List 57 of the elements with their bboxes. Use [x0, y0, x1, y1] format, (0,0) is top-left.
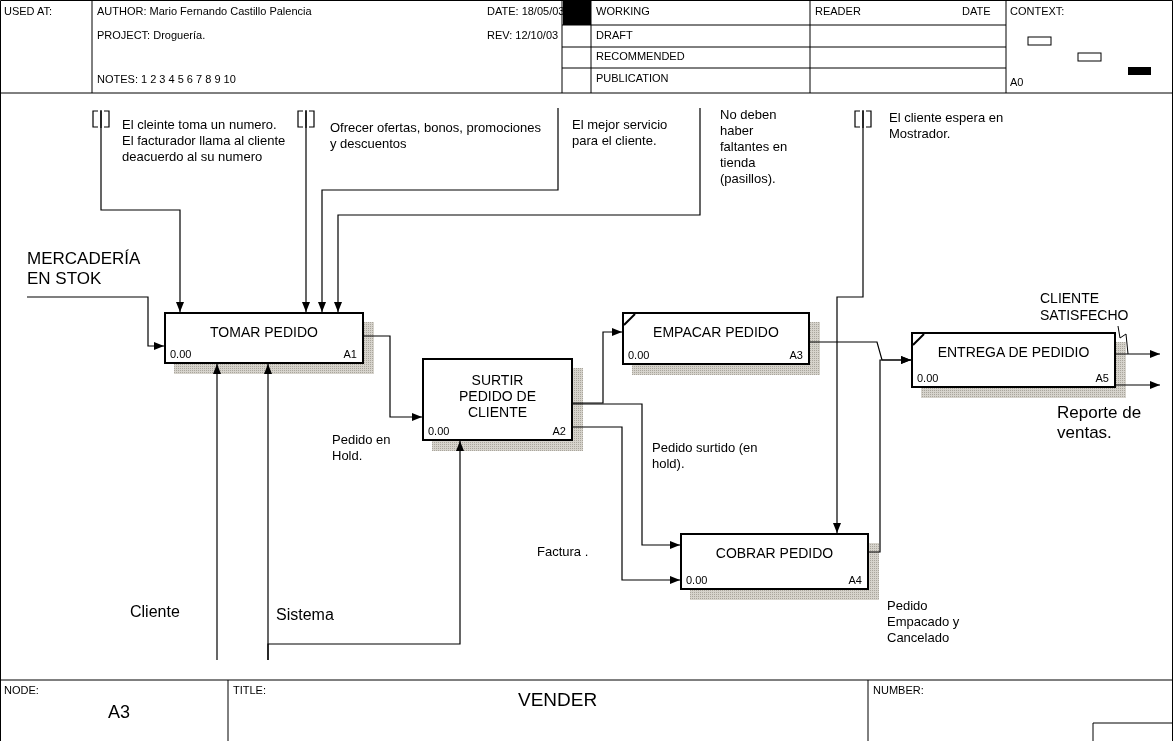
activity-box — [622, 312, 810, 365]
activity-name: EMPACAR PEDIDO — [652, 324, 780, 340]
title-block-field: A3 — [108, 706, 131, 719]
cost-value: 0.00 — [686, 574, 708, 586]
arrow — [334, 107, 701, 313]
activity-box — [422, 358, 573, 441]
title-block-field: AUTHOR: Mario Fernando Castillo Palencia — [97, 5, 312, 18]
cost-value: 0.00 — [428, 425, 450, 437]
title-block-field: CONTEXT: — [1010, 5, 1065, 18]
title-block-field: USED AT: — [4, 5, 53, 18]
arrow — [572, 426, 681, 584]
tunnel-bracket — [91, 110, 111, 128]
node-number: A5 — [1095, 372, 1109, 384]
activity-name: COBRAR PEDIDO — [714, 545, 835, 561]
activity-name: ENTREGA DE PEDIDIO — [936, 344, 1091, 360]
title-block-field: NUMBER: — [873, 684, 924, 697]
title-block-field: DRAFT — [596, 29, 633, 42]
title-block-field: REV: 12/10/03 — [487, 29, 559, 42]
node-number: A4 — [848, 574, 862, 586]
activity-box — [911, 332, 1116, 388]
title-block-field: DATE: 18/05/03 — [487, 5, 565, 18]
cost-value: 0.00 — [170, 348, 192, 360]
activity-box — [680, 533, 869, 590]
node-number: A1 — [343, 348, 357, 360]
arrow — [572, 403, 681, 549]
cost-value: 0.00 — [917, 372, 939, 384]
activity-name: SURTIR PEDIDO DE CLIENTE — [458, 372, 537, 420]
title-block-field: A0 — [1010, 76, 1024, 89]
arrow — [363, 335, 423, 421]
arrow — [267, 440, 464, 661]
arrow — [1115, 350, 1161, 358]
arrow — [100, 109, 184, 313]
activity-name: TOMAR PEDIDO — [209, 324, 319, 340]
arrow — [302, 109, 310, 313]
title-block-field: PUBLICATION — [596, 72, 669, 85]
tunnel-bracket — [296, 110, 316, 128]
title-block-field: WORKING — [596, 5, 650, 18]
arrow — [1115, 381, 1161, 389]
title-block-field: NODE: — [4, 684, 39, 697]
cost-value: 0.00 — [628, 349, 650, 361]
title-block-field: PROJECT: Droguería. — [97, 29, 206, 42]
title-block-field: DATE — [962, 5, 991, 18]
arrow — [213, 363, 221, 661]
node-number: A3 — [789, 349, 803, 361]
title-block-field: TITLE: — [233, 684, 266, 697]
arrow — [833, 109, 864, 534]
arrow — [572, 328, 623, 404]
activity-box — [164, 312, 364, 364]
arrow — [26, 296, 165, 350]
tunnel-bracket — [853, 110, 873, 128]
title-block-field: READER — [815, 5, 861, 18]
arrow — [318, 107, 559, 313]
node-number: A2 — [552, 425, 566, 437]
arrow — [868, 356, 912, 553]
diagram-title: VENDER — [518, 689, 598, 711]
title-block-field: NOTES: 1 2 3 4 5 6 7 8 9 10 — [97, 73, 236, 86]
title-block-field: RECOMMENDED — [596, 50, 685, 63]
